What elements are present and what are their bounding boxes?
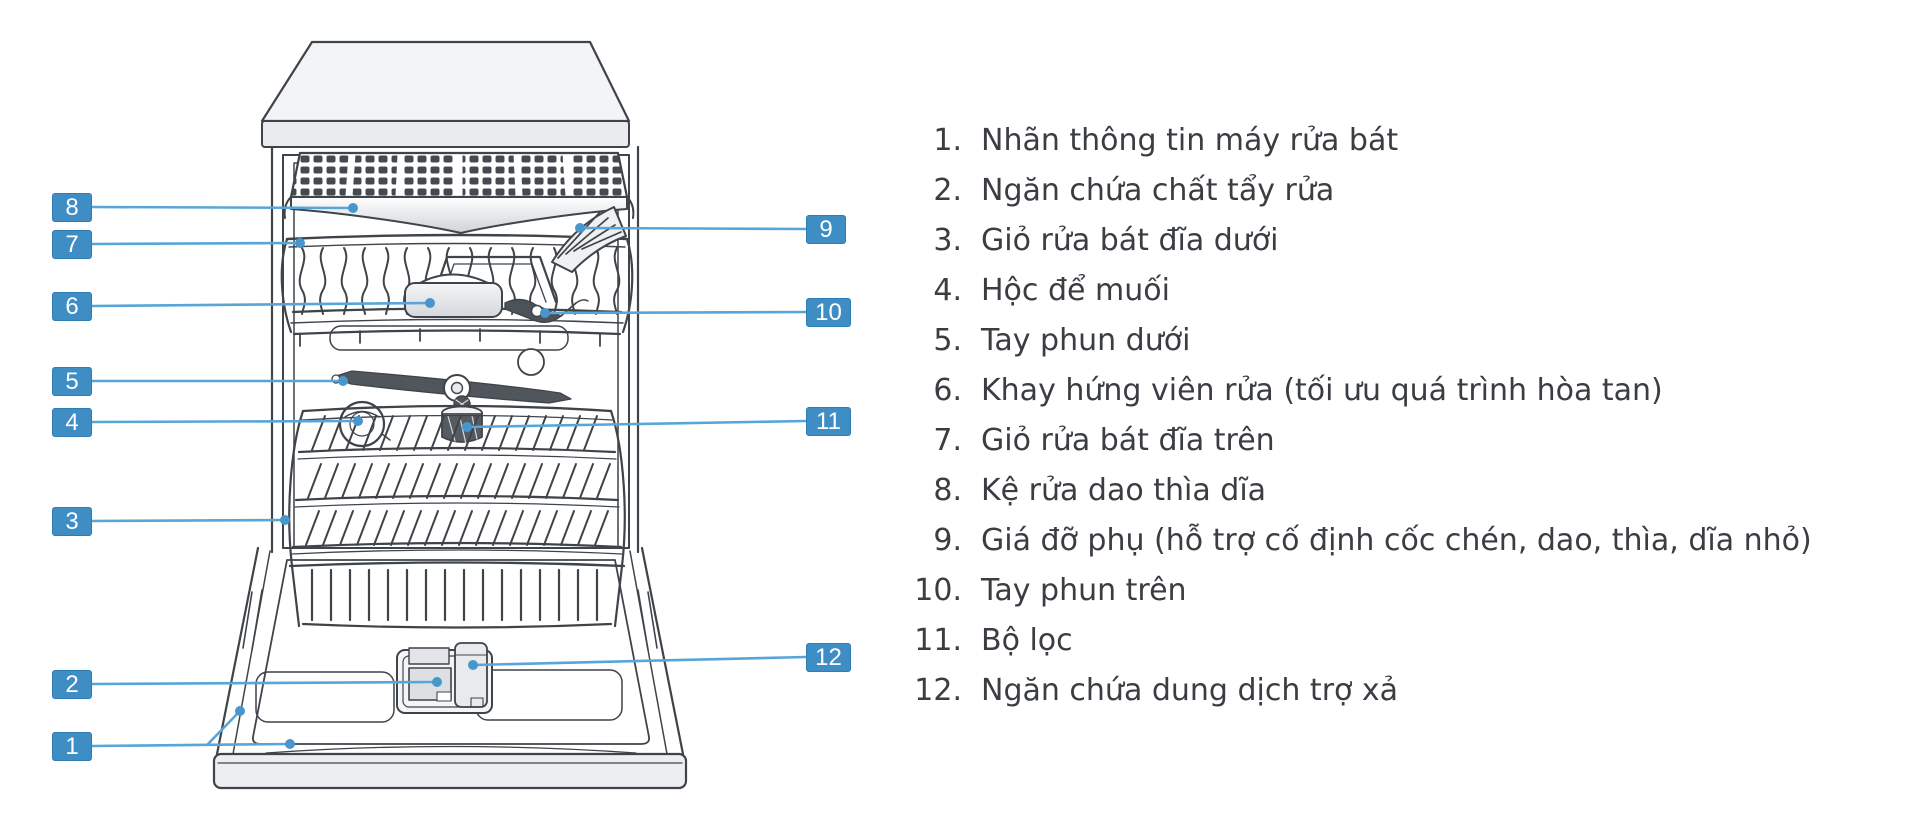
callout-box-9: 9	[806, 215, 846, 244]
rinse-aid-dispenser	[454, 642, 488, 708]
legend-number: 1.	[933, 122, 962, 158]
callout-box-7: 7	[52, 230, 92, 259]
callout-dot-2	[432, 677, 442, 687]
callout-dot-10	[540, 308, 550, 318]
callout-dot-1a	[235, 706, 245, 716]
legend-item-4: 4. Hộc để muối	[902, 265, 1812, 315]
door-hinges	[242, 589, 658, 651]
legend-item-3: 3. Giỏ rửa bát đĩa dưới	[902, 215, 1812, 265]
callout-box-12: 12	[806, 643, 851, 672]
tub-floor-details	[329, 325, 569, 376]
lower-spray-arm	[331, 370, 572, 404]
legend-item-7: 7. Giỏ rửa bát đĩa trên	[902, 415, 1812, 465]
door-inner-liner	[252, 559, 650, 745]
legend-label: Ngăn chứa chất tẩy rửa	[981, 172, 1335, 208]
legend-number: 9.	[933, 522, 962, 558]
legend-label: Nhãn thông tin máy rửa bát	[981, 122, 1399, 158]
countertop	[260, 40, 631, 148]
callout-box-11: 11	[806, 407, 851, 436]
callout-dot-6	[425, 298, 435, 308]
callout-dot-11	[462, 422, 472, 432]
legend-number: 8.	[933, 472, 962, 508]
legend-number: 10.	[914, 572, 962, 608]
callout-box-2: 2	[52, 670, 92, 699]
legend-label: Khay hứng viên rửa (tối ưu quá trình hòa…	[981, 372, 1663, 408]
leader-lines	[91, 205, 807, 748]
legend-number: 2.	[933, 172, 962, 208]
callout-box-10: 10	[806, 298, 851, 327]
leader-line-6	[91, 301, 431, 308]
legend-number: 6.	[933, 372, 962, 408]
legend-label: Giỏ rửa bát đĩa trên	[981, 422, 1275, 458]
cutlery-tray-handle	[290, 196, 628, 234]
leader-line-3	[91, 518, 286, 523]
callout-dot-3	[280, 515, 290, 525]
callout-box-5: 5	[52, 367, 92, 396]
leader-line-9	[579, 226, 807, 231]
legend-item-10: 10. Tay phun trên	[902, 565, 1812, 615]
leader-line-2	[91, 680, 438, 686]
leader-line-10	[544, 310, 807, 315]
lower-basket	[288, 404, 626, 629]
legend-label: Bộ lọc	[981, 622, 1073, 658]
callout-box-1: 1	[52, 732, 92, 761]
callout-dot-9	[575, 223, 585, 233]
legend-label: Tay phun dưới	[981, 322, 1191, 358]
legend-item-11: 11. Bộ lọc	[902, 615, 1812, 665]
legend-item-5: 5. Tay phun dưới	[902, 315, 1812, 365]
legend-number: 3.	[933, 222, 962, 258]
leader-line-8	[91, 205, 354, 210]
callout-dot-1b	[285, 739, 295, 749]
callout-box-4: 4	[52, 408, 92, 437]
filter-unit	[441, 395, 483, 445]
leader-line-1-branch	[206, 710, 241, 746]
leader-dots	[235, 203, 585, 749]
legend-item-8: 8. Kệ rửa dao thìa dĩa	[902, 465, 1812, 515]
door-open	[212, 546, 688, 790]
legend-number: 4.	[933, 272, 962, 308]
legend-item-12: 12. Ngăn chứa dung dịch trợ xả	[902, 665, 1812, 715]
legend-item-9: 9. Giá đỡ phụ (hỗ trợ cố định cốc chén, d…	[902, 515, 1812, 565]
callout-dot-4	[353, 416, 363, 426]
legend-number: 7.	[933, 422, 962, 458]
leader-line-1	[91, 742, 291, 748]
callout-dot-7	[295, 238, 305, 248]
callout-box-3: 3	[52, 507, 92, 536]
cabinet-body	[270, 145, 640, 554]
legend-number: 11.	[914, 622, 962, 658]
leader-line-4	[91, 419, 359, 424]
tablet-tray	[404, 273, 503, 318]
legend-number: 5.	[933, 322, 962, 358]
callout-dot-5	[338, 376, 348, 386]
door-front-edge	[212, 752, 688, 790]
legend-label: Giỏ rửa bát đĩa dưới	[981, 222, 1279, 258]
legend-label: Ngăn chứa dung dịch trợ xả	[981, 672, 1399, 708]
legend-label: Hộc để muối	[981, 272, 1170, 308]
leader-line-12	[472, 655, 807, 667]
legend-number: 12.	[914, 672, 962, 708]
legend-label: Giá đỡ phụ (hỗ trợ cố định cốc chén, dao…	[981, 522, 1812, 558]
legend-item-6: 6. Khay hứng viên rửa (tối ưu quá trình h…	[902, 365, 1812, 415]
legend-label: Tay phun trên	[981, 572, 1187, 608]
cutlery-tray	[283, 150, 635, 234]
legend-label: Kệ rửa dao thìa dĩa	[981, 472, 1267, 508]
leader-line-7	[91, 241, 301, 246]
callout-dot-8	[348, 203, 358, 213]
callout-dot-12	[468, 660, 478, 670]
legend-item-1: 1. Nhãn thông tin máy rửa bát	[902, 115, 1812, 165]
callout-box-8: 8	[52, 193, 92, 222]
leader-line-11	[466, 419, 807, 429]
parts-legend: 1. Nhãn thông tin máy rửa bát 2. Ngăn chứa…	[902, 115, 1812, 715]
legend-item-2: 2. Ngăn chứa chất tẩy rửa	[902, 165, 1812, 215]
callout-box-6: 6	[52, 292, 92, 321]
